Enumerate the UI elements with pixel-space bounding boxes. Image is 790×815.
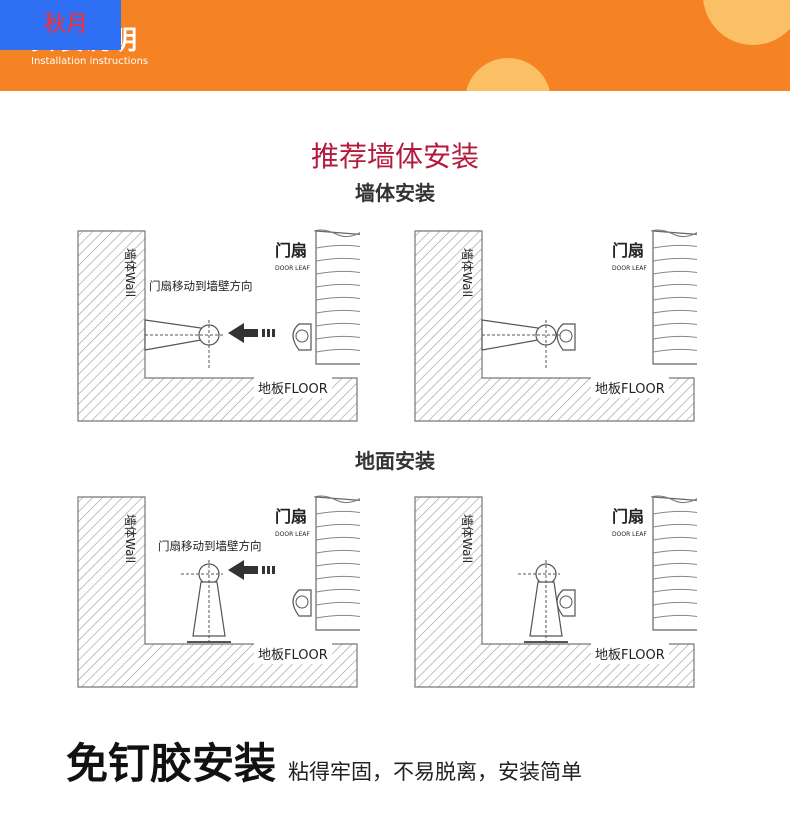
floor-label-bg [254, 376, 332, 398]
arrow-dash [262, 329, 265, 337]
wall-floor-section [414, 496, 695, 688]
door-leaf [650, 229, 697, 365]
door-sublabel: DOOR LEAF [275, 531, 310, 538]
floor-stopper-body [529, 581, 563, 637]
wall-floor-section [414, 230, 695, 422]
arrow-dash [272, 566, 275, 574]
door-label: 门扇 [275, 507, 307, 526]
wall-install-diagram-before: 墙体Wall 地板FLOOR 门扇 DOOR LEAF 门扇移动到墙壁方向 [77, 229, 360, 422]
door-stopper-magnet [559, 329, 573, 343]
wall-floor-section [77, 230, 358, 422]
door-label: 门扇 [275, 241, 307, 260]
door-label: 门扇 [612, 507, 644, 526]
floor-label: 地板FLOOR [595, 648, 665, 663]
arrow-caption: 门扇移动到墙壁方向 [149, 279, 253, 293]
header-subtitle: Installation instructions [31, 56, 149, 67]
floor-install-diagram-after: 墙体Wall 地板FLOOR 门扇 DOOR LEAF [414, 495, 697, 688]
door-stopper-magnet [295, 595, 309, 609]
wall-floor-section [77, 496, 358, 688]
arrow-icon [228, 323, 258, 343]
door-sublabel: DOOR LEAF [612, 265, 647, 272]
footer-headline: 免钉胶安装 [66, 739, 277, 788]
page-title: 推荐墙体安装 [310, 140, 479, 173]
door-stopper [556, 323, 576, 351]
door-sublabel: DOOR LEAF [275, 265, 310, 272]
floor-label-bg [591, 642, 669, 664]
arrow-icon [228, 560, 258, 580]
decorative-circle [703, 0, 790, 45]
door-leaf [313, 495, 360, 631]
floor-install-diagram-before: 墙体Wall 地板FLOOR 门扇 DOOR LEAF 门扇移动到墙壁方向 [77, 495, 360, 688]
wall-install-diagram-after: 墙体Wall 地板FLOOR 门扇 DOOR LEAF [414, 229, 697, 422]
watermark-badge: 秋月 [0, 0, 121, 50]
floor-label: 地板FLOOR [258, 648, 328, 663]
arrow-dash [267, 566, 270, 574]
floor-label: 地板FLOOR [258, 382, 328, 397]
section-title-wall-install: 墙体安装 [355, 181, 435, 205]
wall-label: 墙体Wall [123, 248, 137, 297]
wall-label: 墙体Wall [460, 248, 474, 297]
floor-label: 地板FLOOR [595, 382, 665, 397]
door-leaf [313, 229, 360, 365]
door-stopper-magnet [295, 329, 309, 343]
floor-stopper-body [192, 581, 226, 637]
arrow-dash [262, 566, 265, 574]
section-title-floor-install: 地面安装 [355, 449, 435, 473]
wall-label: 墙体Wall [123, 514, 137, 563]
door-stopper-magnet [559, 595, 573, 609]
footer-description: 粘得牢固，不易脱离，安装简单 [288, 760, 582, 784]
floor-label-bg [254, 642, 332, 664]
door-stopper [292, 589, 312, 617]
decorative-circle [465, 58, 551, 91]
door-stopper [292, 323, 312, 351]
floor-label-bg [591, 376, 669, 398]
door-sublabel: DOOR LEAF [612, 531, 647, 538]
door-leaf [650, 495, 697, 631]
arrow-dash [267, 329, 270, 337]
wall-label: 墙体Wall [460, 514, 474, 563]
arrow-caption: 门扇移动到墙壁方向 [158, 539, 262, 553]
arrow-dash [272, 329, 275, 337]
door-label: 门扇 [612, 241, 644, 260]
